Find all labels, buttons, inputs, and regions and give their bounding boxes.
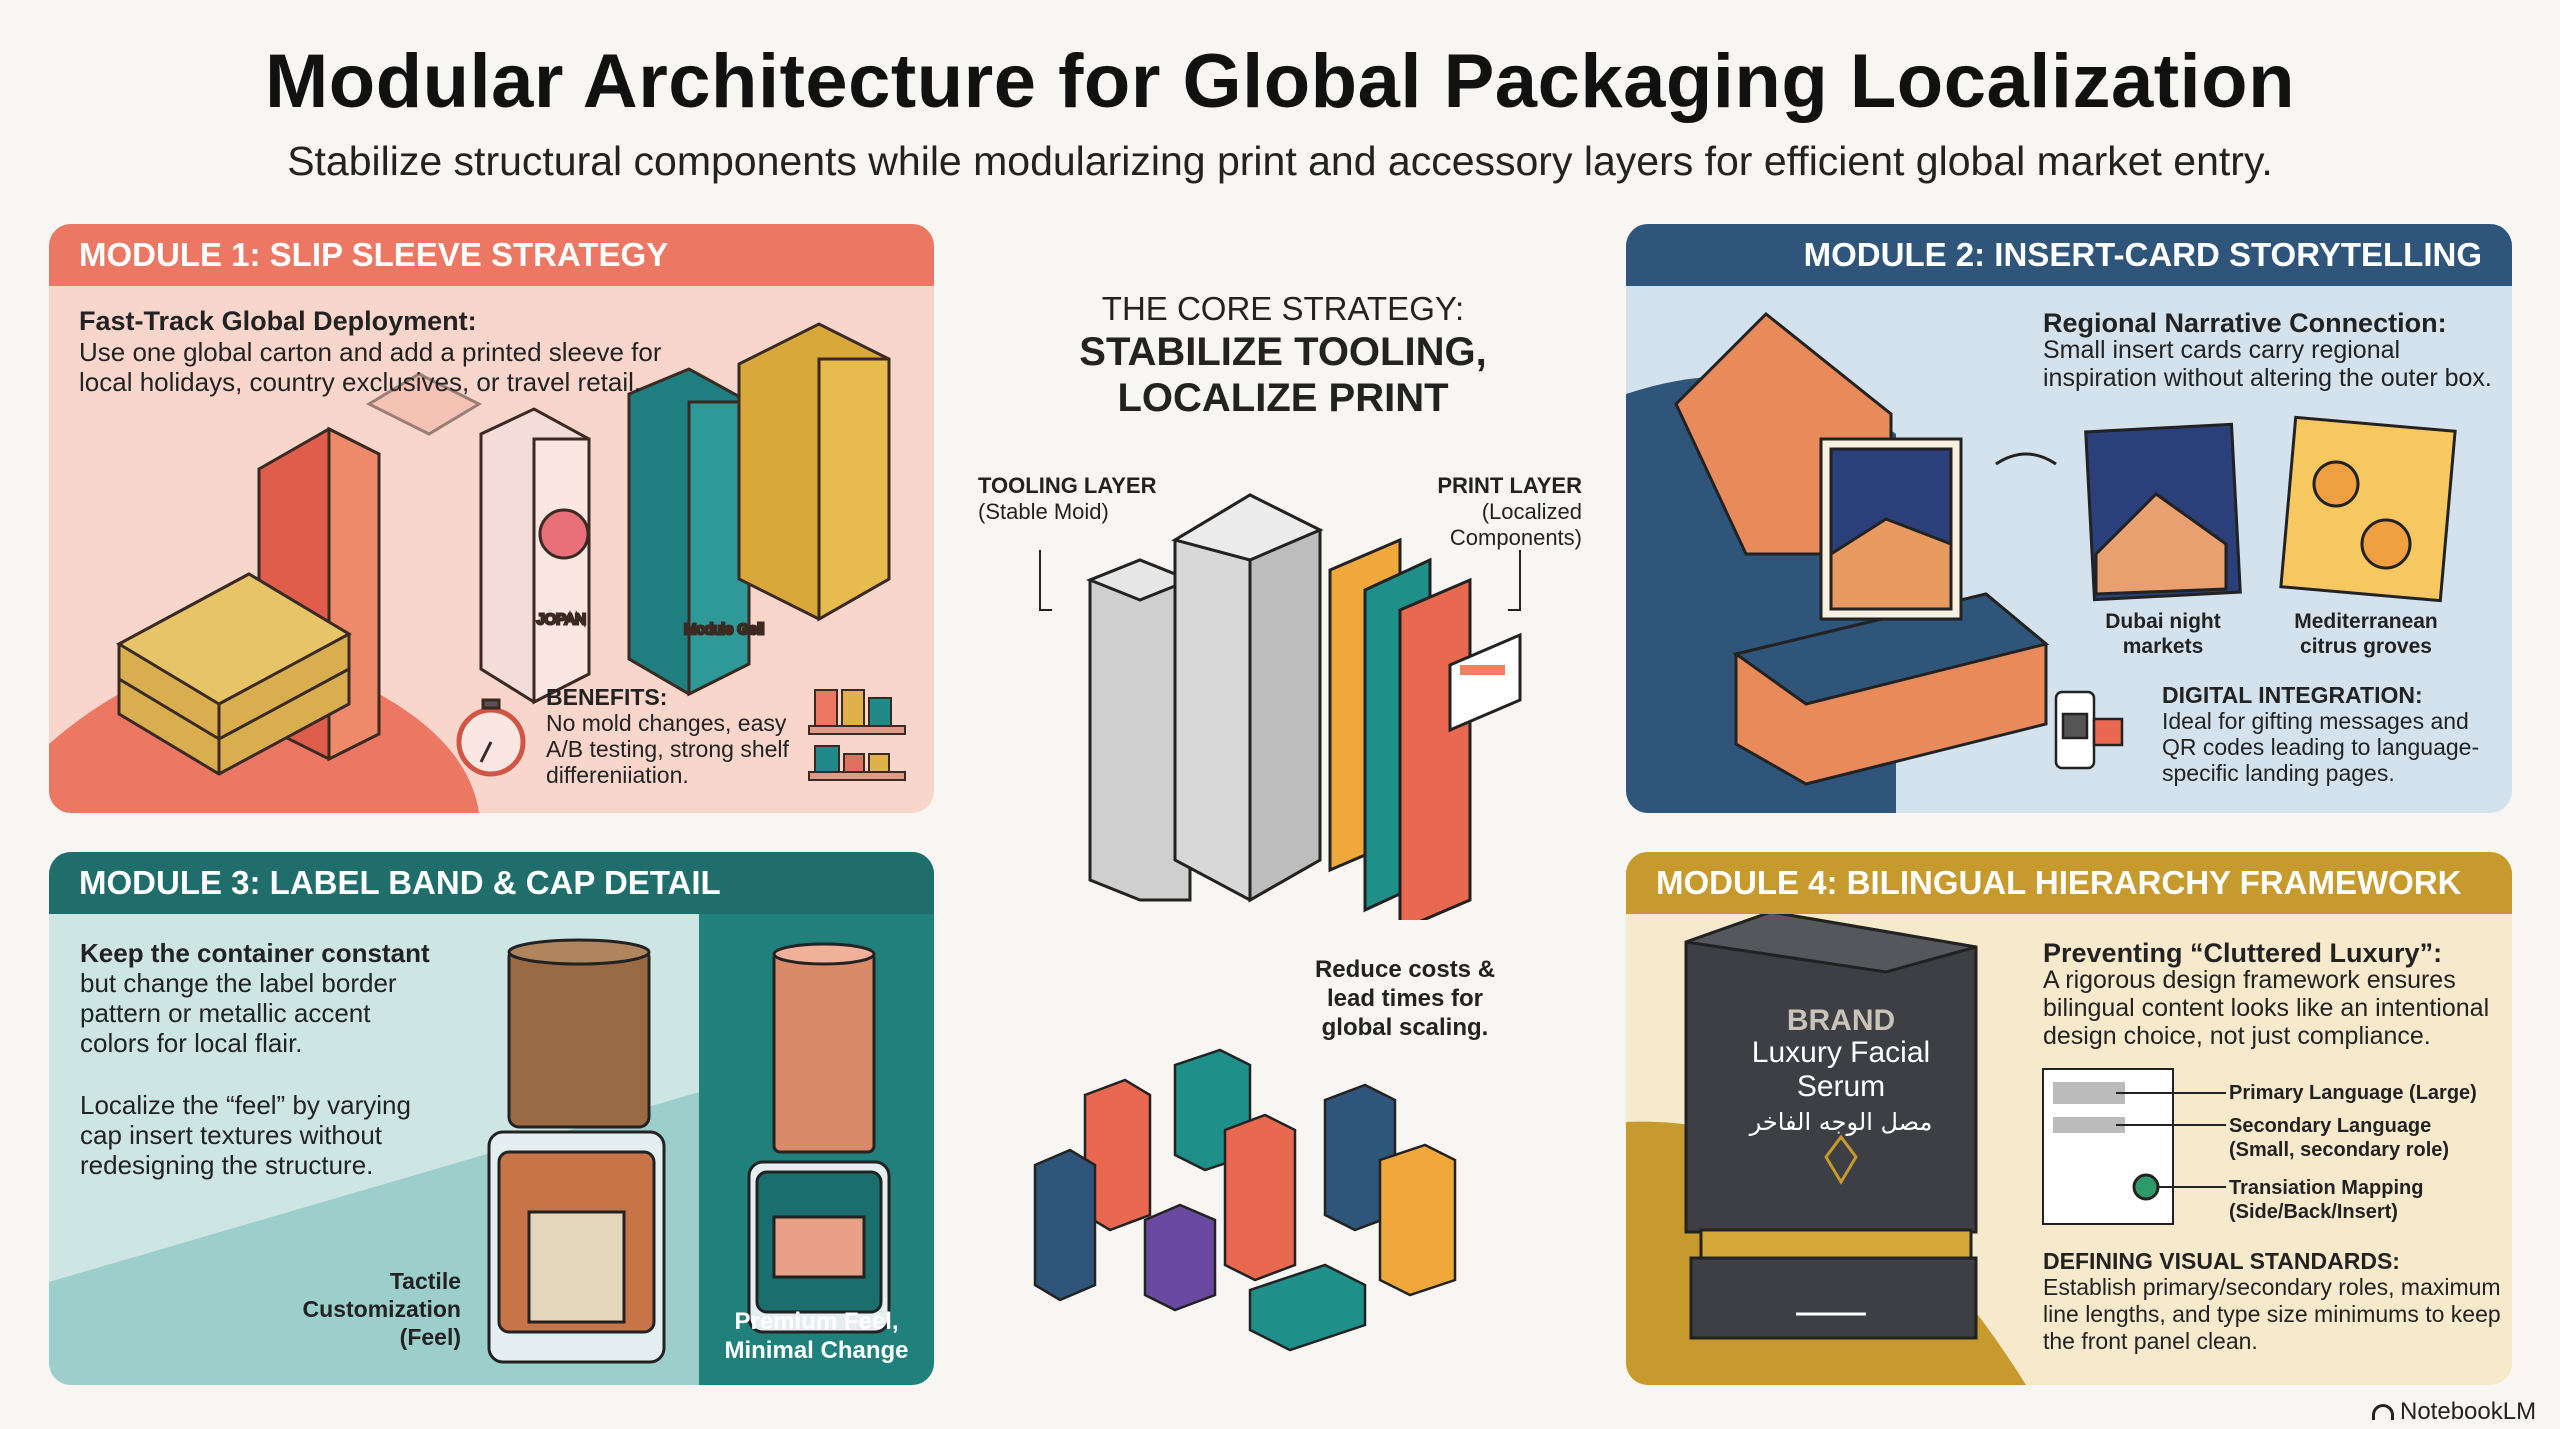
module-3-card: MODULE 3: LABEL BAND & CAP DETAIL Keep t… [49,852,934,1385]
module-2-header: MODULE 2: INSERT-CARD STORYTELLING [1626,224,2512,286]
module-4-card: BRAND Luxury Facial Serum مصل الوجه الفا… [1626,852,2512,1385]
notebooklm-logo: NotebookLM [2372,1398,2536,1426]
page-title: Modular Architecture for Global Packagin… [264,39,2296,124]
box-arabic-text: مصل الوجه الفاخر [1749,1108,1933,1136]
module-3-p2: Localize the “feel” by varying cap inser… [80,1090,411,1180]
bottles-illustration [49,852,934,1385]
tooling-print-layers-illustration [1039,493,1522,920]
module-4-header: MODULE 4: BILINGUAL HIERARCHY FRAMEWORK [1626,852,2512,914]
card-label-mediterranean: Mediterranean citrus groves [2294,610,2438,658]
module-1-header: MODULE 1: SLIP SLEEVE STRATEGY [49,224,934,286]
page-subtitle: Stabilize structural components while mo… [287,138,2273,184]
digital-integration-body: Ideal for gifting messages and QR codes … [2162,708,2480,786]
benefits-title: BENEFITS: [546,684,668,710]
module-2-body: Small insert cards carry regional inspir… [2043,336,2492,392]
localized-boxes-cluster [1033,1048,1457,1352]
standards-title: DEFINING VISUAL STANDARDS: [2043,1248,2400,1274]
insert-card-box-illustration [1626,311,2457,813]
core-caption: Reduce costs & lead times for global sca… [1314,956,1496,1041]
module-3-header: MODULE 3: LABEL BAND & CAP DETAIL [49,852,934,914]
module-1-card: JOPAN Module Gell MODULE 1: SLIP SLEEVE … [49,224,934,813]
premium-feel-label: Premium Feel, Minimal Change [724,1308,909,1364]
notebooklm-brand: NotebookLM [2400,1398,2537,1425]
tooling-layer-title: TOOLING LAYER [978,473,1157,498]
module-4-heading: Preventing “Cluttered Luxury”: [2043,938,2443,968]
shelf-icon [808,689,906,781]
tactile-customization-label: Tactile Customization (Feel) [302,1268,461,1350]
diagram-label-translation: Transiation Mapping (Side/Back/Insert) [2229,1177,2424,1223]
diagram-label-primary: Primary Language (Large) [2229,1082,2477,1104]
module-1-body: Use one global carton and add a printed … [79,337,662,397]
notebooklm-icon [2372,1404,2394,1420]
slip-sleeve-illustration: JOPAN Module Gell [49,322,906,813]
box-label-module: Module Gell [684,621,764,638]
module-2-card: MODULE 2: INSERT-CARD STORYTELLING Regio… [1626,224,2512,813]
core-line-1: STABILIZE TOOLING, [1079,330,1487,374]
tooling-layer-sub: (Stable Moid) [978,499,1109,524]
card-label-dubai: Dubai night markets [2105,610,2221,658]
module-3-p1-bold: Keep the container constant [80,938,430,968]
box-product-text: Luxury Facial Serum [1751,1036,1931,1103]
core-line-2: LOCALIZE PRINT [1117,376,1449,420]
module-4-body: A rigorous design framework ensures bili… [2043,966,2490,1050]
phone-qr-icon [2054,690,2124,770]
box-brand-text: BRAND [1786,1004,1896,1037]
print-layer-title: PRINT LAYER [1437,473,1582,498]
core-kicker: THE CORE STRATEGY: [1101,290,1465,327]
benefits-body: No mold changes, easy A/B testing, stron… [546,710,789,788]
diagram-label-secondary: Secondary Language (Small, secondary rol… [2229,1115,2450,1161]
box-label-japan: JOPAN [537,611,586,628]
print-layer-sub: (Localized Components) [1449,499,1582,550]
standards-body: Establish primary/secondary roles, maxim… [2043,1274,2501,1354]
luxury-box-illustration [1626,910,2226,1385]
module-1-heading: Fast-Track Global Deployment: [79,306,477,336]
digital-integration-title: DIGITAL INTEGRATION: [2162,682,2423,708]
stopwatch-icon [456,698,526,777]
module-2-heading: Regional Narrative Connection: [2043,308,2447,338]
module-3-p1: but change the label border pattern or m… [80,968,397,1058]
